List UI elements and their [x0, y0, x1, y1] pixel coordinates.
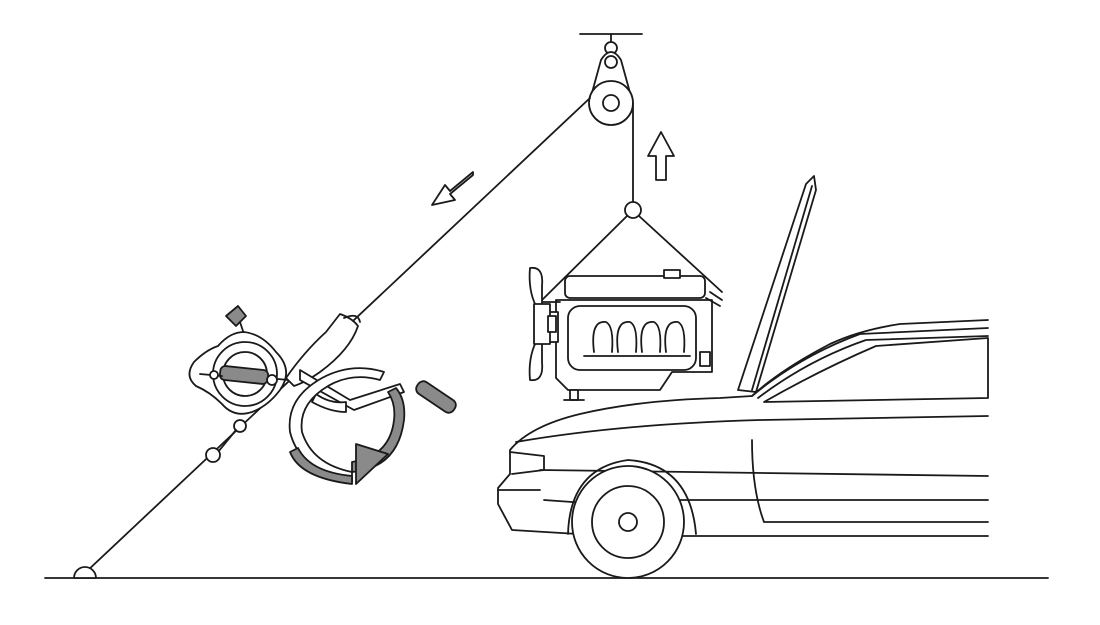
fan-blade [528, 266, 544, 307]
car-hood [737, 175, 817, 393]
hook-ring [624, 201, 642, 219]
engine-block [528, 266, 723, 401]
ground-anchor [73, 566, 97, 579]
car [497, 175, 989, 579]
hand-winch [188, 305, 457, 463]
engine-sling [539, 201, 723, 303]
front-wheel [571, 465, 685, 579]
rotation-arrow-icon [288, 367, 406, 485]
crank-grip [415, 380, 457, 414]
clamp-knob [225, 305, 247, 327]
lower-hook [205, 447, 221, 463]
arrow-up-icon [647, 131, 675, 181]
arrow-down-left-icon [431, 171, 474, 206]
